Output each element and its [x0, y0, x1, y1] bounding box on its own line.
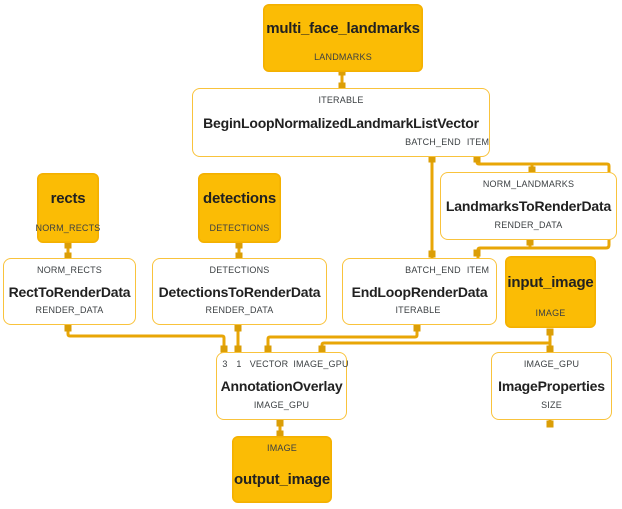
node-multi-face-landmarks[interactable]: multi_face_landmarks LANDMARKS — [263, 4, 423, 72]
input-port-batch-end: BATCH_END — [405, 265, 461, 275]
node-begin-loop-normalized-landmark-list-vector[interactable]: ITERABLE BeginLoopNormalizedLandmarkList… — [192, 88, 490, 157]
input-port-image: IMAGE — [266, 443, 298, 453]
output-port-batch-end: BATCH_END — [405, 137, 461, 147]
input-port-item: ITEM — [466, 265, 490, 275]
node-detections-to-render-data[interactable]: DETECTIONS DetectionsToRenderData RENDER… — [152, 258, 327, 325]
node-title: ImageProperties — [498, 378, 605, 394]
node-image-properties[interactable]: IMAGE_GPU ImageProperties SIZE — [491, 352, 612, 420]
edge-image-to-overlay-imagegpu — [320, 341, 550, 352]
node-output-image[interactable]: IMAGE output_image — [232, 436, 332, 503]
output-port-image: IMAGE — [535, 308, 566, 318]
node-landmarks-to-render-data[interactable]: NORM_LANDMARKS LandmarksToRenderData REN… — [440, 172, 617, 240]
edge-iterable-to-vector — [266, 325, 419, 352]
output-port-item: ITEM — [466, 137, 490, 147]
output-port-render-data: RENDER_DATA — [35, 305, 104, 315]
node-title: RectToRenderData — [8, 283, 131, 300]
node-rects[interactable]: rects NORM_RECTS — [35, 173, 101, 243]
output-port-landmarks: LANDMARKS — [314, 52, 372, 62]
input-port-detections: DETECTIONS — [209, 265, 270, 275]
node-title: AnnotationOverlay — [220, 378, 343, 394]
output-port-detections: DETECTIONS — [209, 223, 270, 233]
node-annotation-overlay[interactable]: 3 1 VECTOR IMAGE_GPU AnnotationOverlay I… — [216, 352, 349, 420]
output-port-image-gpu: IMAGE_GPU — [253, 400, 310, 410]
input-port-1: 1 — [236, 359, 242, 369]
node-title: output_image — [234, 471, 330, 488]
input-port-norm-rects: NORM_RECTS — [36, 265, 103, 275]
node-end-loop-render-data[interactable]: BATCH_END ITEM EndLoopRenderData ITERABL… — [342, 258, 497, 325]
input-port-image-gpu: IMAGE_GPU — [293, 359, 349, 369]
output-port-iterable: ITERABLE — [395, 305, 441, 315]
node-input-image[interactable]: input_image IMAGE — [505, 256, 596, 328]
node-title: multi_face_landmarks — [266, 19, 420, 37]
output-port-render-data: RENDER_DATA — [205, 305, 274, 315]
node-rect-to-render-data[interactable]: NORM_RECTS RectToRenderData RENDER_DATA — [3, 258, 136, 325]
edge-rectrd-to-overlay3 — [66, 325, 226, 352]
output-port-norm-rects: NORM_RECTS — [35, 223, 101, 233]
node-title: rects — [50, 189, 86, 207]
node-title: BeginLoopNormalizedLandmarkListVector — [203, 114, 479, 131]
node-title: LandmarksToRenderData — [445, 198, 612, 214]
node-title: EndLoopRenderData — [351, 283, 488, 300]
node-title: detections — [202, 189, 276, 207]
input-port-norm-landmarks: NORM_LANDMARKS — [482, 179, 575, 189]
input-port-vector: VECTOR — [249, 359, 289, 369]
input-port-iterable: ITERABLE — [318, 95, 364, 105]
output-port-render-data: RENDER_DATA — [494, 220, 563, 230]
node-detections[interactable]: detections DETECTIONS — [198, 173, 281, 243]
input-port-3: 3 — [222, 359, 228, 369]
output-port-size: SIZE — [541, 400, 562, 410]
node-title: input_image — [507, 273, 594, 291]
input-port-image-gpu: IMAGE_GPU — [523, 359, 580, 369]
node-title: DetectionsToRenderData — [158, 283, 321, 300]
